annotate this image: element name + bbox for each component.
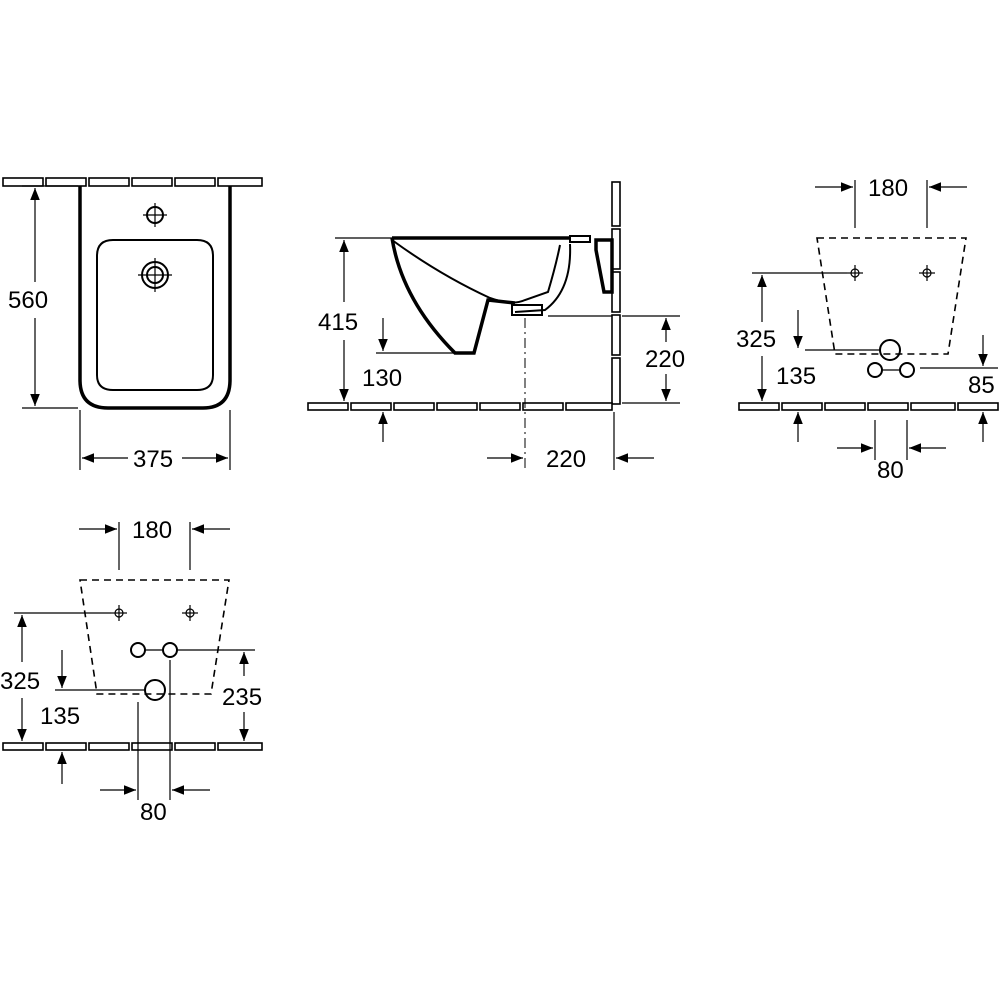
rear1-bidet-outline [816,237,967,355]
front-bidet-outline [78,186,232,410]
rear1-lower-dimension [793,310,880,442]
side-floor-dimension [376,318,455,442]
rear-view-1: 180 325 135 85 80 [736,175,999,484]
side-bracket [594,238,614,294]
rear2-lower-dimension [55,650,145,784]
rear1-supply-right-icon [899,362,915,378]
front-wall [2,177,263,187]
side-bowl-inner-2 [514,243,572,313]
rear2-pipe-spacing-label: 80 [140,799,167,826]
side-bidet-body [390,236,570,355]
rear1-supply-left-icon [867,362,883,378]
rear1-pipe-spacing-dimension [837,420,946,460]
tap-hole-icon [143,203,167,227]
side-floor [307,402,613,411]
side-pipe-height-label: 220 [645,346,685,373]
rear1-floor [738,402,999,411]
rear1-spacing-label: 180 [868,175,908,202]
rear2-height-dimension [14,612,111,741]
side-projection-dimension [487,412,654,470]
rear1-lower-label: 135 [776,363,816,390]
side-height-label: 415 [318,309,358,336]
rear2-fixing-hole-left-icon [111,605,127,621]
front-bowl-outline [96,239,214,391]
rear2-fixing-hole-right-icon [182,605,198,621]
rear2-mid-label: 235 [222,684,262,711]
side-projection-label: 220 [546,446,586,473]
rear2-bidet-outline [79,579,230,695]
front-width-label: 375 [133,446,173,473]
side-drain-pipe [511,304,543,316]
rear1-height-dimension [752,272,847,401]
rear2-lower-label: 135 [40,703,80,730]
front-view: 560 375 [2,177,263,473]
rear2-pipe-spacing-dimension [100,660,210,800]
drain-hole-icon [138,258,172,292]
rear1-pipe-spacing-label: 80 [877,457,904,484]
rear1-fixing-hole-left-icon [847,265,863,281]
rear2-spacing-label: 180 [132,517,172,544]
rear1-spacing-dimension [815,180,967,228]
rear1-drain-icon [879,339,901,361]
front-width-dimension [79,410,231,470]
side-pipe-height-dimension [622,315,680,404]
side-bowl-inner [391,239,561,304]
side-height-dimension [335,237,392,401]
rear2-supply-left-icon [130,642,146,658]
rear2-drain-icon [144,679,166,701]
side-floor-label: 130 [362,365,402,392]
rear2-spacing-dimension [79,522,230,570]
rear1-fixing-hole-right-icon [919,265,935,281]
side-supply-pipe [569,235,591,243]
front-height-dimension [22,185,78,409]
rear1-height-label: 325 [736,326,776,353]
rear-view-2: 180 325 135 235 80 [0,517,263,826]
rear2-height-label: 325 [0,668,40,695]
rear2-supply-right-icon [162,642,178,658]
front-height-label: 560 [8,287,48,314]
side-view: 415 130 220 220 [307,181,685,473]
rear1-offset-label: 85 [968,372,995,399]
rear2-floor [2,742,263,751]
